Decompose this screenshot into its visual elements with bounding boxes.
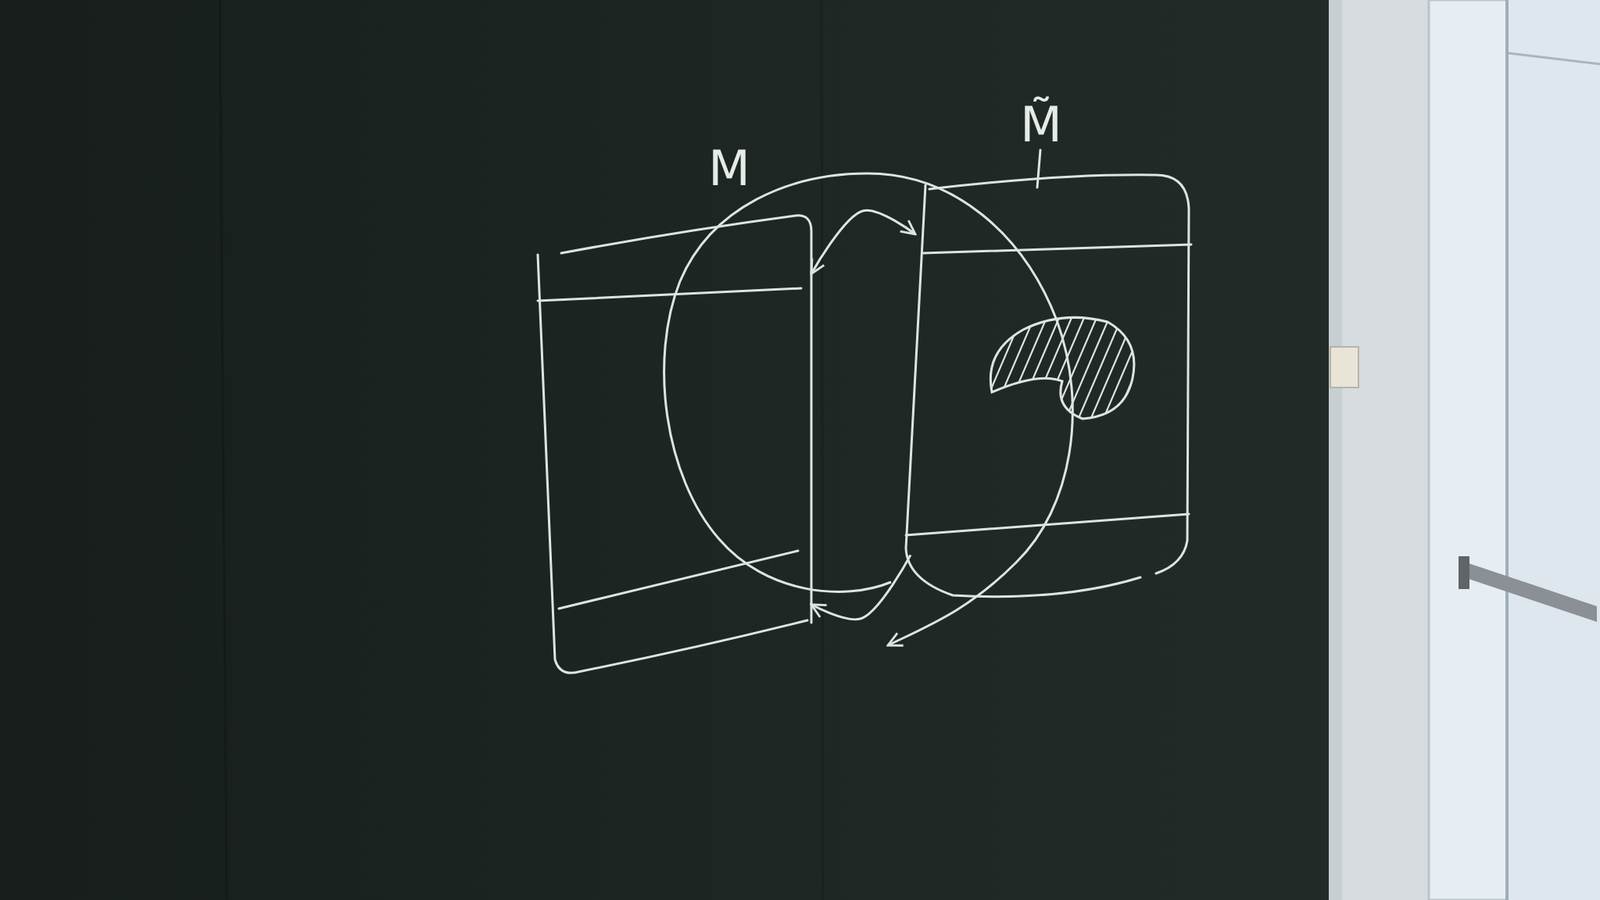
hatch-line <box>1038 314 1086 424</box>
hatch-line <box>976 314 1024 424</box>
hatch-line <box>1001 314 1049 424</box>
shaded-region <box>990 317 1135 419</box>
hatch-line <box>988 314 1036 424</box>
chalk-line <box>537 254 808 673</box>
box-outline <box>537 214 813 674</box>
manifold-box: M <box>537 214 813 674</box>
map-arrow <box>811 554 911 620</box>
wall <box>1342 0 1600 900</box>
manifold-label: M̃ <box>1020 98 1063 152</box>
hatch-line <box>1138 314 1186 424</box>
box-outline <box>905 173 1194 608</box>
hatch-line <box>1101 314 1149 424</box>
door-handle <box>1461 561 1597 623</box>
door-edge <box>1505 0 1509 900</box>
map-arrow <box>811 210 916 274</box>
board-seam <box>219 0 227 900</box>
chalk-line <box>1037 150 1041 188</box>
board <box>0 0 1343 900</box>
hatching <box>976 314 1186 424</box>
board-edge <box>1328 0 1343 900</box>
map-curve <box>664 173 1074 646</box>
chalk-line <box>929 175 1189 574</box>
board-seam <box>821 0 824 900</box>
chalk-line <box>905 514 1189 536</box>
chalk-line <box>923 244 1192 254</box>
switch <box>1330 347 1359 388</box>
door <box>1506 0 1600 900</box>
manifold-box: M̃ <box>905 173 1194 608</box>
chalk-line <box>561 215 812 623</box>
hatch-line <box>1088 314 1136 424</box>
chalk-line <box>558 551 799 609</box>
manifold-label: M <box>708 142 751 196</box>
hatch-line <box>1063 314 1111 424</box>
chalk-line <box>537 288 802 301</box>
hatch-line <box>1051 314 1099 424</box>
handle-mount <box>1458 556 1470 590</box>
door-frame <box>1428 0 1507 900</box>
door-line <box>1508 53 1600 65</box>
